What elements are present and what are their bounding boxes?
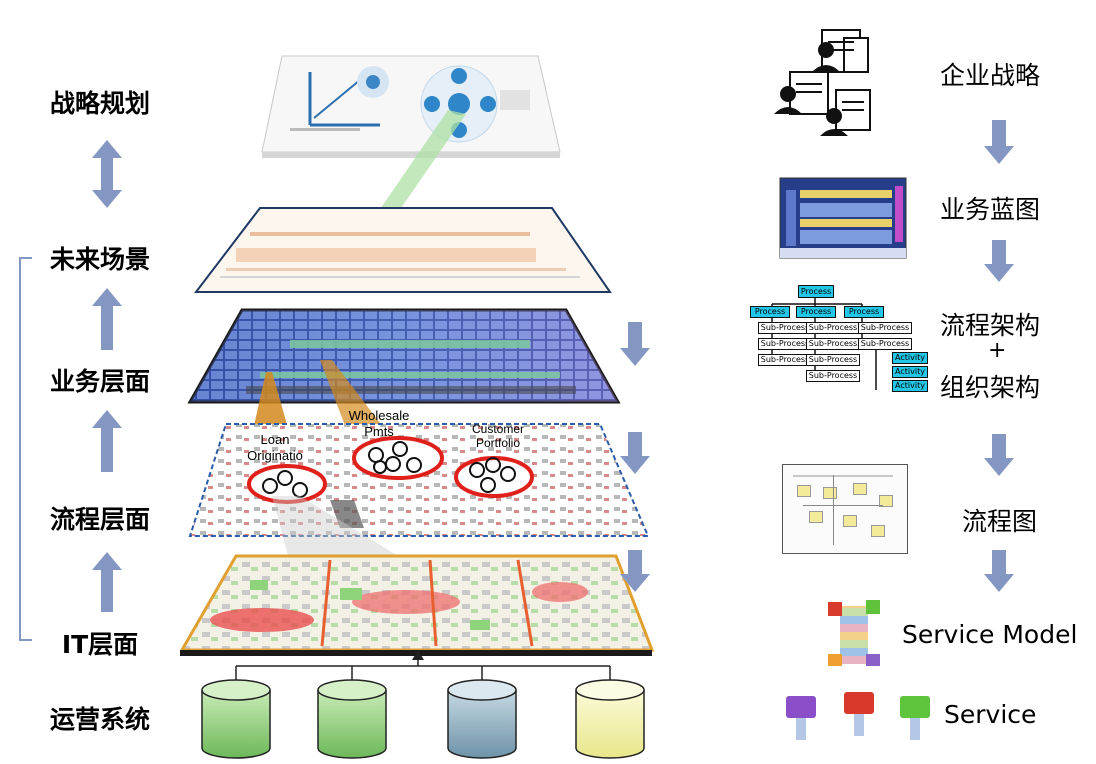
org-sub-node: Sub-Process — [758, 322, 812, 334]
org-level1-node: Process — [844, 306, 884, 318]
org-sub-node: Sub-Process — [806, 370, 860, 382]
org-activity-node: Activity — [892, 352, 928, 364]
label-plus: + — [988, 338, 1007, 363]
label-ops: 运营系统 — [49, 705, 150, 734]
blueprint-thumbnail — [779, 177, 907, 259]
label-future: 未来场景 — [49, 245, 150, 274]
org-sub-node: Sub-Process — [858, 338, 912, 350]
org-root-node: Process — [798, 285, 834, 298]
up-arrow-2 — [92, 410, 122, 472]
lego-brick-icon — [844, 692, 874, 714]
brick-stem — [796, 718, 806, 740]
org-activity-node: Activity — [892, 380, 928, 392]
up-arrow-1 — [92, 288, 122, 350]
db-blue — [447, 690, 517, 759]
database-cylinders — [201, 679, 645, 759]
org-level1-node: Process — [796, 306, 836, 318]
label-process-arch: 流程架构 — [940, 311, 1041, 340]
future-layer — [193, 207, 612, 293]
lego-brick-icon — [786, 696, 816, 718]
label-customer: Customer Portfolio — [471, 422, 524, 450]
label-service-model: Service Model — [902, 620, 1078, 649]
brick-stem — [910, 718, 920, 740]
double-arrow — [92, 140, 122, 208]
label-strategy: 战略规划 — [49, 89, 150, 118]
org-sub-node: Sub-Process — [806, 354, 860, 366]
label-it: IT层面 — [61, 630, 139, 659]
org-level1-node: Process — [750, 306, 790, 318]
label-wholesale: Wholesale Pmts — [348, 408, 410, 439]
label-business-blueprint: 业务蓝图 — [940, 195, 1041, 224]
people-document-icon — [774, 29, 871, 136]
label-loan: Loan Originatio — [247, 432, 303, 463]
up-arrow-3 — [92, 552, 122, 612]
it-layer — [179, 554, 655, 656]
label-org-arch: 组织架构 — [940, 373, 1041, 402]
label-business: 业务层面 — [49, 367, 150, 396]
left-bracket — [19, 257, 32, 641]
db-green-2 — [317, 690, 387, 759]
flowchart-thumbnail — [782, 464, 908, 554]
left-arrows — [92, 140, 122, 612]
org-sub-node: Sub-Process — [758, 338, 812, 350]
db-green-1 — [201, 690, 271, 759]
right-arrows — [984, 120, 1014, 592]
org-activity-node: Activity — [892, 366, 928, 378]
lego-x-icon — [826, 600, 882, 668]
org-sub-node: Sub-Process — [858, 322, 912, 334]
business-layer — [187, 308, 621, 404]
process-layer — [188, 423, 650, 537]
label-service: Service — [944, 700, 1037, 729]
brick-stem — [854, 714, 864, 736]
label-flowchart: 流程图 — [962, 507, 1038, 536]
org-sub-node: Sub-Process — [806, 322, 860, 334]
lego-brick-icon — [900, 696, 930, 718]
db-yellow — [575, 690, 645, 759]
org-sub-node: Sub-Process — [758, 354, 812, 366]
label-enterprise-strategy: 企业战略 — [940, 61, 1041, 90]
ring-customer — [454, 456, 534, 498]
label-process: 流程层面 — [49, 505, 150, 534]
layer-arrows — [620, 322, 650, 592]
org-sub-node: Sub-Process — [806, 338, 860, 350]
spotlight-orange-2 — [320, 360, 396, 444]
strategy-card — [261, 55, 561, 158]
